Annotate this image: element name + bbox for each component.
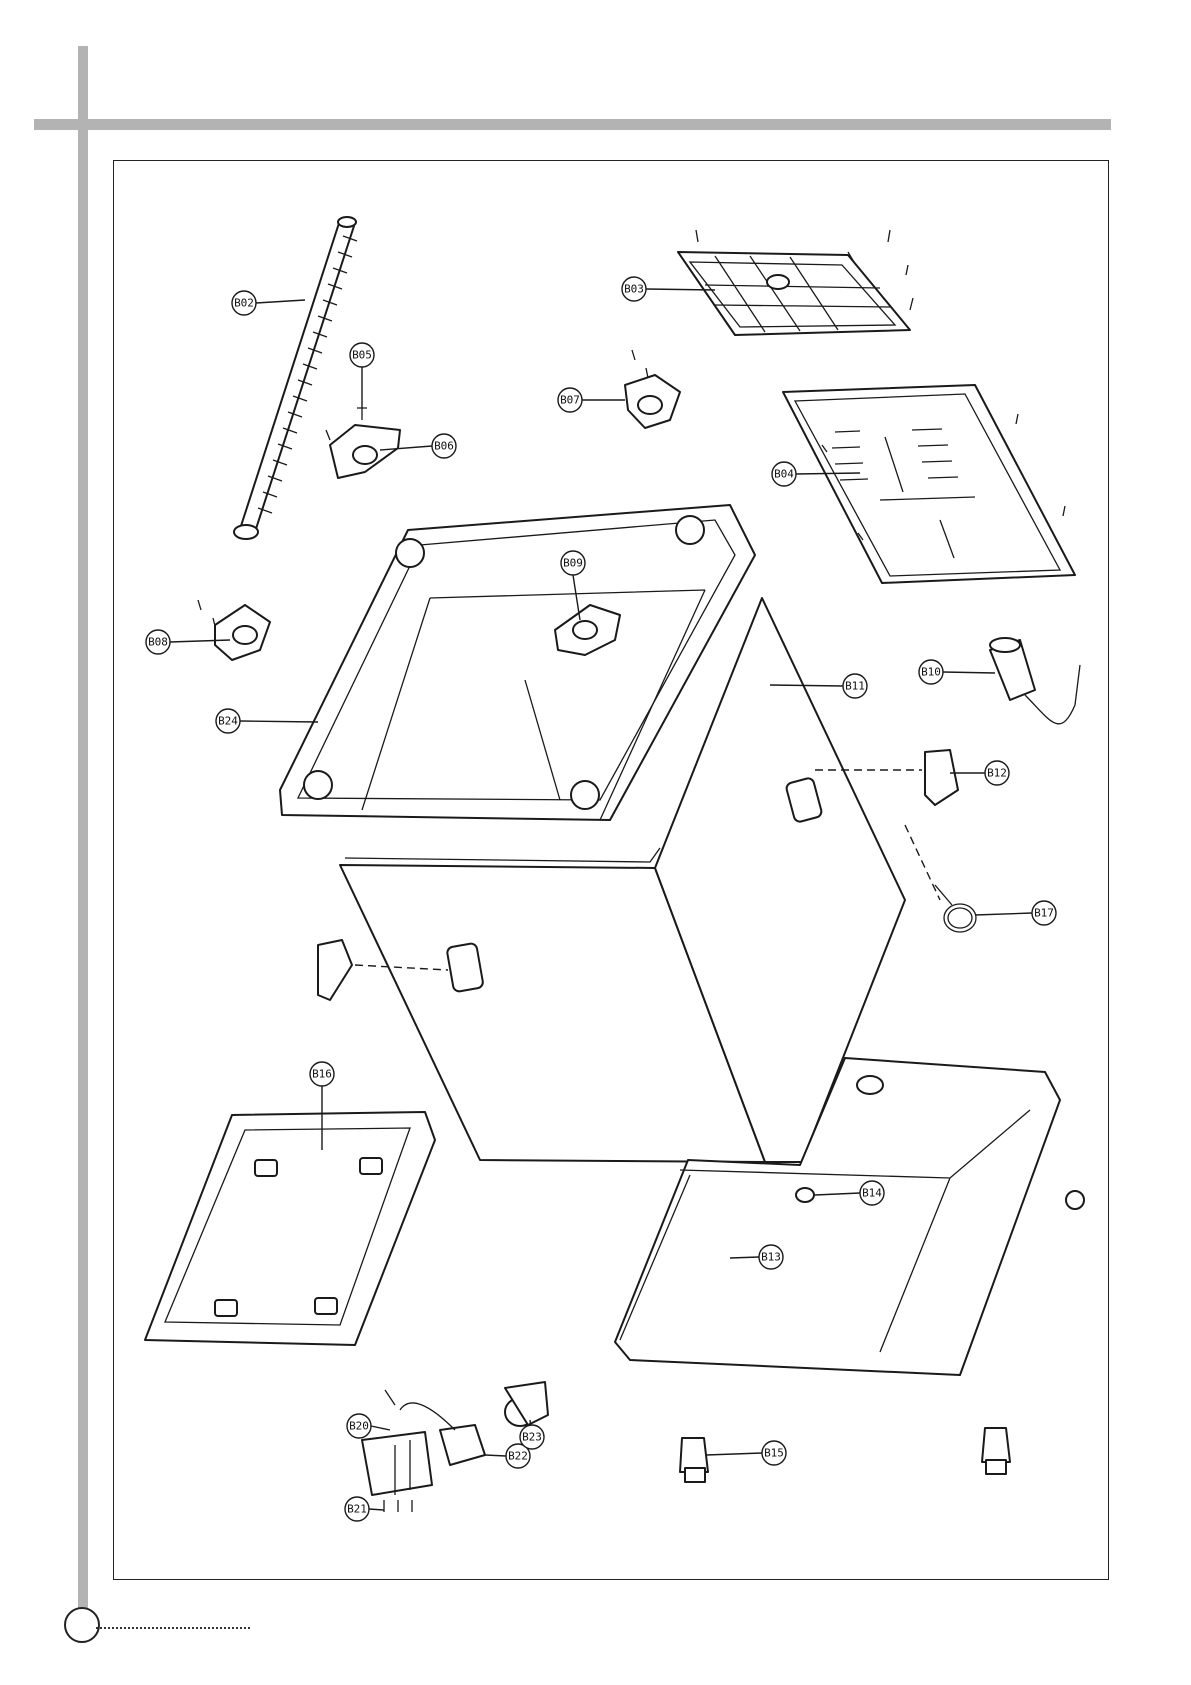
callout-b24: B24 bbox=[216, 709, 240, 733]
callout-label-b08: B08 bbox=[148, 636, 168, 649]
callout-label-b14: B14 bbox=[862, 1187, 882, 1200]
callout-label-b06: B06 bbox=[434, 440, 454, 453]
dash-b17 bbox=[905, 825, 940, 900]
screw-b05 bbox=[357, 408, 367, 420]
top-frame bbox=[280, 505, 755, 820]
side-cover-left bbox=[318, 940, 352, 1000]
callout-b06: B06 bbox=[432, 434, 456, 458]
callout-b10: B10 bbox=[919, 660, 943, 684]
callout-label-b07: B07 bbox=[560, 394, 580, 407]
callout-label-b09: B09 bbox=[563, 557, 583, 570]
callout-label-b05: B05 bbox=[352, 349, 372, 362]
upper-bracket bbox=[625, 350, 680, 428]
callout-label-b11: B11 bbox=[845, 680, 865, 693]
callout-b04: B04 bbox=[772, 462, 796, 486]
callout-b20: B20 bbox=[347, 1414, 371, 1438]
callout-label-b21: B21 bbox=[347, 1503, 367, 1516]
wire-coil bbox=[935, 885, 976, 932]
callout-label-b03: B03 bbox=[624, 283, 644, 296]
callout-b09: B09 bbox=[561, 551, 585, 575]
callout-b14: B14 bbox=[860, 1181, 884, 1205]
callout-label-b16: B16 bbox=[312, 1068, 332, 1081]
leveling-feet bbox=[680, 1428, 1010, 1482]
callout-b23: B23 bbox=[520, 1425, 544, 1449]
base-plate bbox=[145, 1112, 435, 1345]
callout-b15: B15 bbox=[762, 1441, 786, 1465]
callout-b13: B13 bbox=[759, 1245, 783, 1269]
callout-label-b17: B17 bbox=[1034, 907, 1054, 920]
callout-b16: B16 bbox=[310, 1062, 334, 1086]
callout-label-b02: B02 bbox=[234, 297, 254, 310]
callout-b03: B03 bbox=[622, 277, 646, 301]
left-bracket bbox=[326, 425, 400, 478]
top-bracket-frame bbox=[678, 230, 913, 335]
callout-b17: B17 bbox=[1032, 901, 1056, 925]
capacitor bbox=[990, 638, 1080, 724]
callout-b02: B02 bbox=[232, 291, 256, 315]
callout-label-b22: B22 bbox=[508, 1450, 528, 1463]
callout-label-b23: B23 bbox=[522, 1431, 542, 1444]
top-cover-plate bbox=[783, 385, 1075, 583]
side-cover-b12 bbox=[925, 750, 958, 805]
callout-b21: B21 bbox=[345, 1497, 369, 1521]
callout-label-b10: B10 bbox=[921, 666, 941, 679]
callout-b11: B11 bbox=[843, 674, 867, 698]
callout-label-b12: B12 bbox=[987, 767, 1007, 780]
drain-hose bbox=[234, 217, 357, 539]
callout-b12: B12 bbox=[985, 761, 1009, 785]
callout-label-b13: B13 bbox=[761, 1251, 781, 1264]
callout-b05: B05 bbox=[350, 343, 374, 367]
callout-label-b04: B04 bbox=[774, 468, 794, 481]
callout-b08: B08 bbox=[146, 630, 170, 654]
callout-label-b24: B24 bbox=[218, 715, 238, 728]
callout-label-b20: B20 bbox=[349, 1420, 369, 1433]
callout-label-b15: B15 bbox=[764, 1447, 784, 1460]
side-bracket bbox=[198, 600, 270, 660]
callout-b07: B07 bbox=[558, 388, 582, 412]
